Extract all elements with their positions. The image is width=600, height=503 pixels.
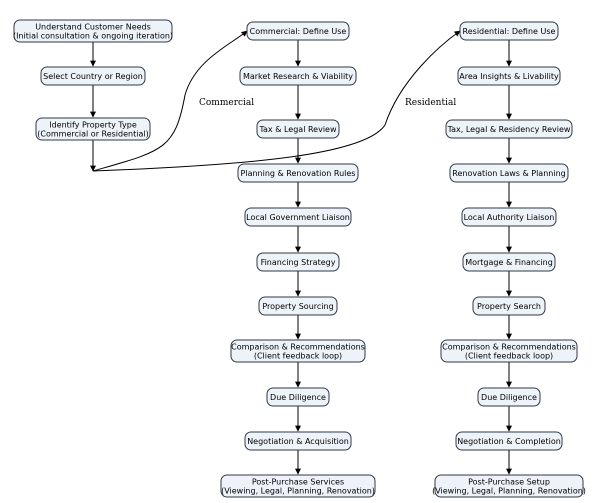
node-r-reno: Renovation Laws & Planning xyxy=(449,163,569,183)
node-label: Local Government Liaison xyxy=(246,213,350,222)
node-c-fin: Financing Strategy xyxy=(256,252,340,272)
node-label: Local Authority Liaison xyxy=(464,213,555,222)
node-label: (Viewing, Legal, Planning, Renovation) xyxy=(221,487,375,496)
node-box xyxy=(256,119,340,139)
node-label: Commercial: Define Use xyxy=(250,27,347,36)
node-r-compare: Comparison & Recommendations(Client feed… xyxy=(440,339,578,363)
node-box xyxy=(35,117,151,141)
node-r-tax: Tax, Legal & Residency Review xyxy=(445,119,573,139)
node-box xyxy=(244,207,352,227)
edge-branch-to-commercial xyxy=(92,30,248,172)
node-box xyxy=(459,21,559,41)
node-box xyxy=(449,163,569,183)
node-c-due: Due Diligence xyxy=(266,387,330,407)
node-c-define: Commercial: Define Use xyxy=(246,21,350,41)
node-box xyxy=(244,431,352,451)
node-c-post: Post-Purchase Services(Viewing, Legal, P… xyxy=(220,474,376,498)
node-label: Tax & Legal Review xyxy=(258,125,337,134)
node-label: Comparison & Recommendations xyxy=(231,343,365,352)
node-label: Identify Property Type xyxy=(49,121,137,130)
node-label: Property Search xyxy=(477,302,541,311)
node-c-source: Property Sourcing xyxy=(258,296,338,316)
nodes-layer: Understand Customer Needs(Initial consul… xyxy=(13,19,586,498)
edge-label-residential: Residential xyxy=(405,98,456,108)
node-box xyxy=(266,387,330,407)
node-box xyxy=(434,474,584,498)
node-r-define: Residential: Define Use xyxy=(459,21,559,41)
node-label: Due Diligence xyxy=(270,393,326,402)
node-c-tax: Tax & Legal Review xyxy=(256,119,340,139)
node-c-neg: Negotiation & Acquisition xyxy=(244,431,352,451)
node-label: Post-Purchase Services xyxy=(252,478,344,487)
node-label: Tax, Legal & Residency Review xyxy=(447,125,571,134)
node-box xyxy=(258,296,338,316)
node-label: Select Country or Region xyxy=(43,72,143,81)
node-r-auth: Local Authority Liaison xyxy=(461,207,557,227)
node-label: (Client feedback loop) xyxy=(254,352,342,361)
edge-label-commercial: Commercial xyxy=(199,98,254,108)
node-box xyxy=(40,66,146,86)
node-label: Renovation Laws & Planning xyxy=(452,169,565,178)
node-r-neg: Negotiation & Completion xyxy=(455,431,563,451)
node-country: Select Country or Region xyxy=(40,66,146,86)
node-box xyxy=(246,21,350,41)
node-label: Financing Strategy xyxy=(261,258,336,267)
edges-layer xyxy=(90,30,512,475)
node-label: Negotiation & Acquisition xyxy=(247,437,349,446)
node-box xyxy=(461,207,557,227)
node-label: Planning & Renovation Rules xyxy=(241,169,356,178)
node-label: Negotiation & Completion xyxy=(457,437,561,446)
node-understand: Understand Customer Needs(Initial consul… xyxy=(13,19,173,43)
node-label: Area Insights & Livability xyxy=(459,72,559,81)
node-r-post: Post-Purchase Setup(Viewing, Legal, Plan… xyxy=(432,474,586,498)
node-label: Post-Purchase Setup xyxy=(468,478,550,487)
node-box xyxy=(256,252,340,272)
node-box xyxy=(455,431,563,451)
node-label: (Viewing, Legal, Planning, Renovation) xyxy=(432,487,586,496)
node-label: (Client feedback loop) xyxy=(465,352,553,361)
node-label: Comparison & Recommendations xyxy=(442,343,576,352)
node-ptype: Identify Property Type(Commercial or Res… xyxy=(35,117,151,141)
node-box xyxy=(462,252,556,272)
node-box xyxy=(239,66,357,86)
node-label: Market Research & Viability xyxy=(243,72,353,81)
node-box xyxy=(440,339,578,363)
node-r-area: Area Insights & Livability xyxy=(457,66,561,86)
node-label: Mortgage & Financing xyxy=(465,258,553,267)
node-r-search: Property Search xyxy=(472,296,546,316)
node-box xyxy=(445,119,573,139)
edge-branch-to-residential xyxy=(92,30,461,172)
node-c-planning: Planning & Renovation Rules xyxy=(237,163,359,183)
node-box xyxy=(477,387,541,407)
node-box xyxy=(237,163,359,183)
node-c-market: Market Research & Viability xyxy=(239,66,357,86)
node-label: (Commercial or Residential) xyxy=(37,130,148,139)
node-label: Residential: Define Use xyxy=(463,27,556,36)
node-c-compare: Comparison & Recommendations(Client feed… xyxy=(230,339,366,363)
node-c-gov: Local Government Liaison xyxy=(244,207,352,227)
node-label: Understand Customer Needs xyxy=(35,23,151,32)
node-box xyxy=(220,474,376,498)
node-box xyxy=(457,66,561,86)
node-box xyxy=(13,19,173,43)
node-label: (Initial consultation & ongoing iteratio… xyxy=(13,32,173,41)
node-r-mort: Mortgage & Financing xyxy=(462,252,556,272)
node-box xyxy=(472,296,546,316)
node-label: Due Diligence xyxy=(481,393,537,402)
node-box xyxy=(230,339,366,363)
node-r-due: Due Diligence xyxy=(477,387,541,407)
node-label: Property Sourcing xyxy=(262,302,333,311)
